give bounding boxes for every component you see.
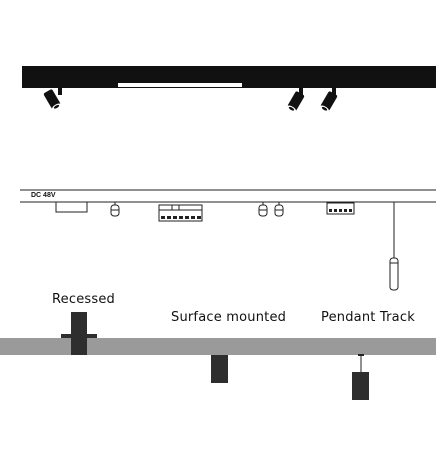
recessed-label: Recessed: [52, 292, 115, 307]
voltage-label: DC 48V: [31, 192, 56, 199]
surface-mounted-profile: [211, 355, 228, 383]
pendant-track-label: Pendant Track: [321, 310, 415, 325]
spotlight-right: [320, 87, 338, 113]
pendant-track-profile: [352, 354, 369, 400]
pendant-schematic: [389, 202, 399, 291]
spotlight-schematic-double: [258, 202, 284, 217]
ceiling-surface: [0, 338, 436, 355]
small-grille-schematic: [326, 202, 355, 215]
surface-mounted-label: Surface mounted: [171, 310, 287, 325]
magnetic-track-rail: [22, 66, 436, 88]
spotlight-schematic-single: [110, 202, 120, 217]
track-schematic: [20, 189, 436, 203]
linear-grille-schematic: [158, 204, 203, 222]
spotlight-middle: [287, 87, 305, 113]
recessed-profile: [61, 312, 97, 355]
recessed-housing-schematic: [55, 201, 88, 213]
spotlight-left: [43, 87, 62, 111]
linear-led-module: [118, 83, 242, 87]
